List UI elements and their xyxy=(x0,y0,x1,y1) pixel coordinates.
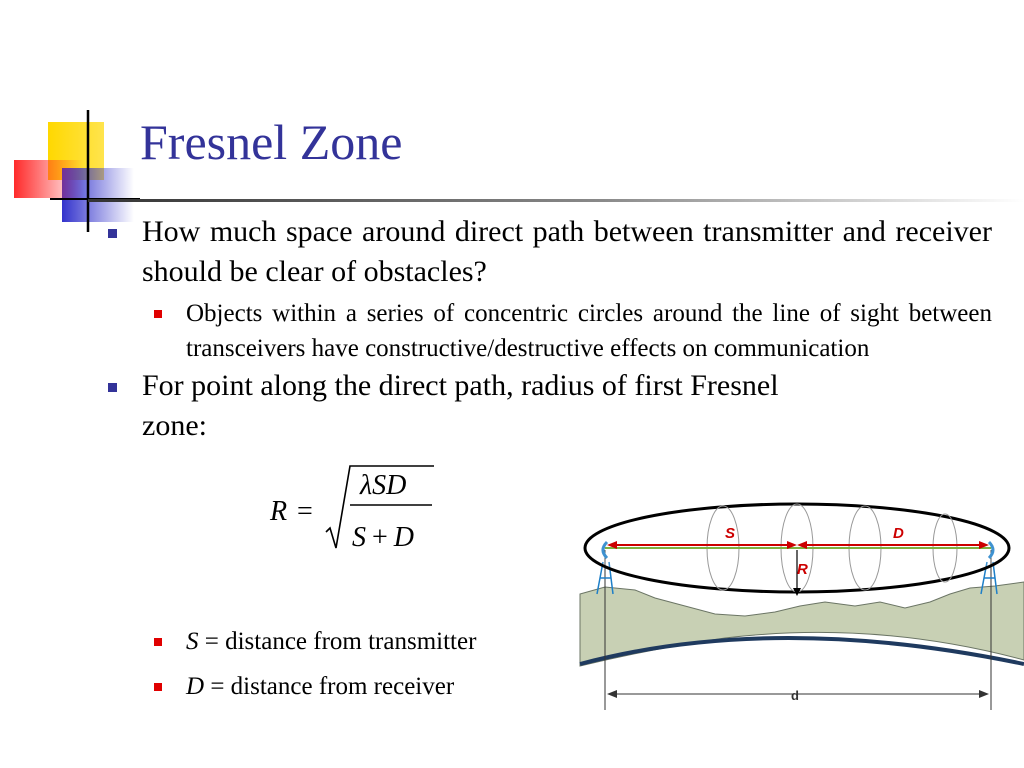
label-r: R xyxy=(797,561,808,578)
sub-bullet-s-definition: S = distance from transmitter xyxy=(102,624,622,659)
red-square xyxy=(14,160,84,198)
fresnel-radius-formula: R = λSD S+D xyxy=(269,465,434,553)
slide-title: Fresnel Zone xyxy=(140,114,403,170)
title-decoration xyxy=(14,110,140,232)
bullet-fresnel-radius-cont: zone: xyxy=(142,409,207,442)
bullet-list: How much space around direct path betwee… xyxy=(102,212,992,446)
sub-bullet-d-definition: D = distance from receiver xyxy=(102,669,622,704)
formula-lhs: R xyxy=(269,496,287,527)
bullet-clearance-question: How much space around direct path betwee… xyxy=(102,212,992,292)
formula-numerator: λSD xyxy=(359,470,406,501)
fresnel-zone-diagram: S D R d xyxy=(579,502,1024,710)
formula-denominator: S+D xyxy=(352,522,414,553)
label-d: D xyxy=(893,525,904,542)
label-s: S xyxy=(725,525,735,542)
earth-curve xyxy=(579,636,1024,666)
variable-definitions: S = distance from transmitter D = distan… xyxy=(102,624,622,704)
bullet-fresnel-radius: For point along the direct path, radius … xyxy=(102,366,992,446)
title-underline xyxy=(88,199,1024,202)
sub-bullet-concentric-circles: Objects within a series of concentric ci… xyxy=(102,296,992,366)
formula-equals: = xyxy=(297,496,313,527)
label-distance: d xyxy=(791,688,799,703)
sqrt-symbol xyxy=(325,465,434,549)
